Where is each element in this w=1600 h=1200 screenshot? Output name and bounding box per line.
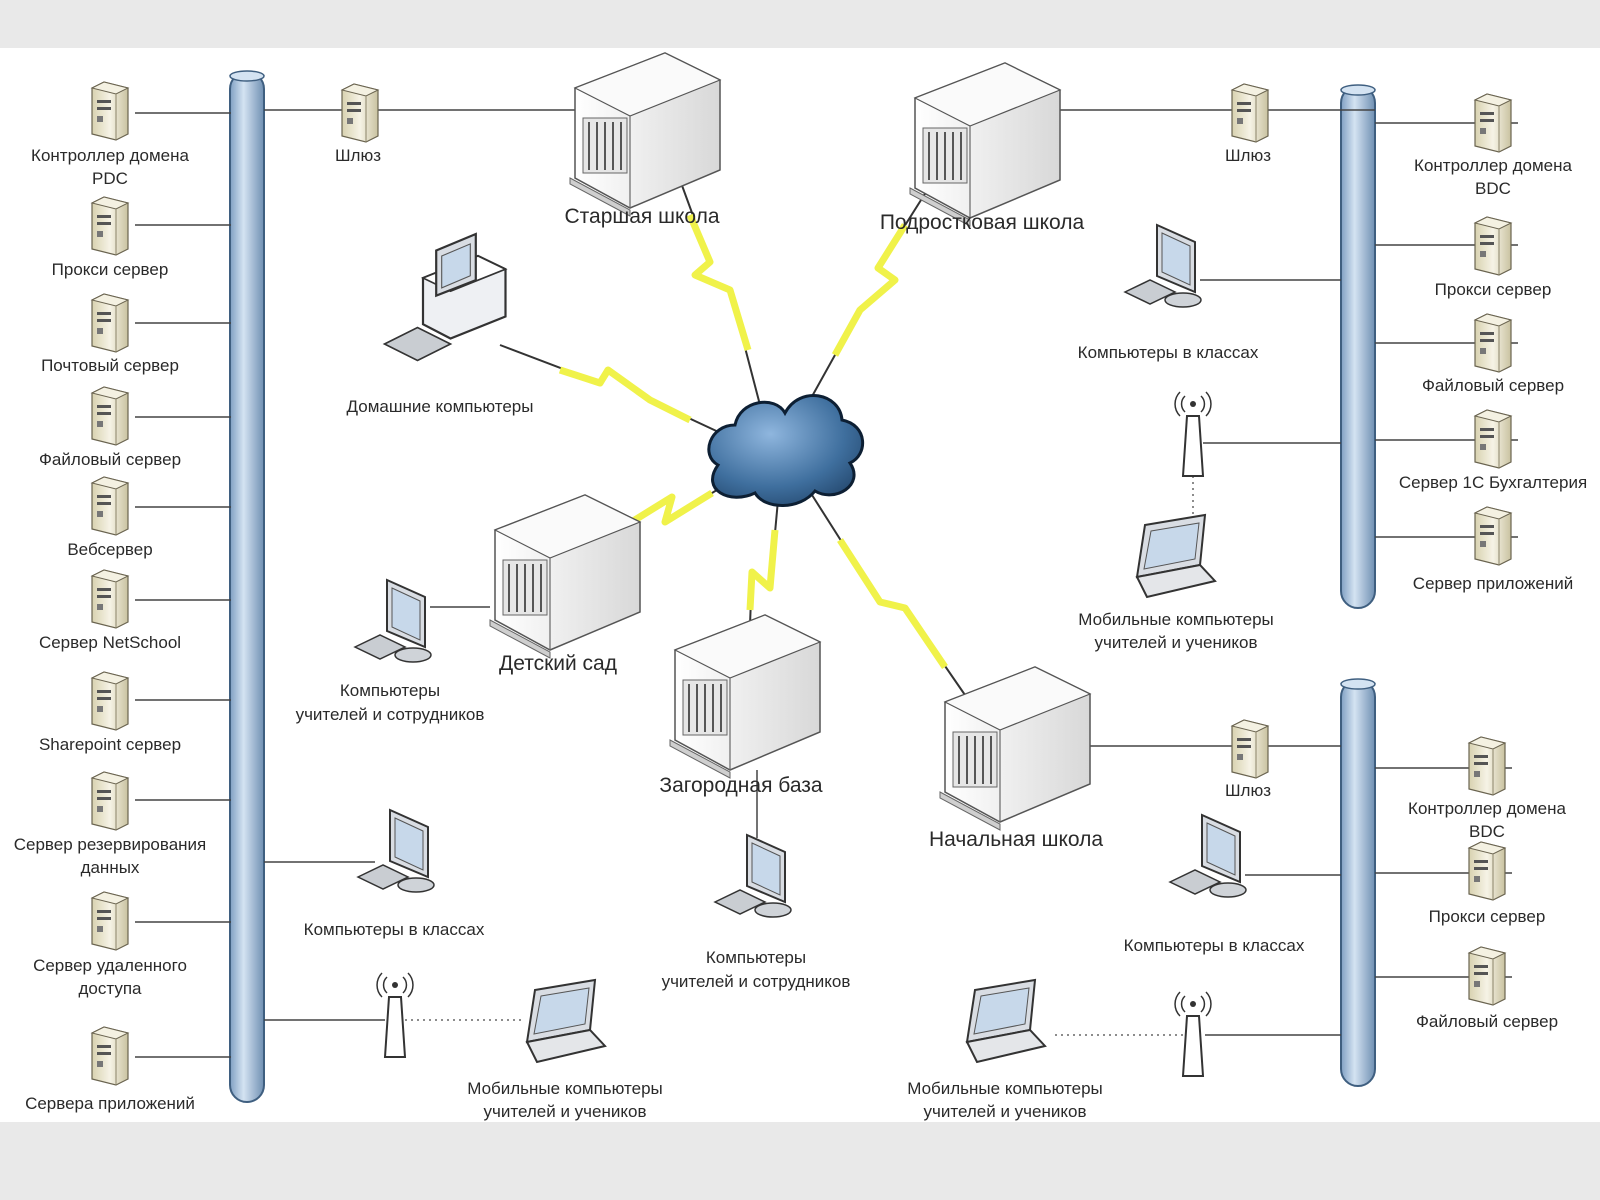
gateway-left — [341, 83, 379, 143]
gateway-right-top-label: Шлюз — [1225, 146, 1271, 165]
site-senior-label: Старшая школа — [564, 205, 719, 228]
gateway-right-bottom-label: Шлюз — [1225, 781, 1271, 800]
left-mobile-label-2: учителей и учеников — [484, 1102, 647, 1121]
right-top-bus — [1340, 84, 1376, 609]
server-icon — [91, 196, 129, 256]
gateway-left-label: Шлюз — [335, 146, 381, 165]
server-label: Вебсервер — [67, 540, 152, 559]
sharepoint-server-icon — [91, 671, 129, 731]
server-label: Файловый сервер — [39, 450, 181, 469]
server-icon — [1474, 93, 1512, 153]
site-camp-label: Загородная база — [659, 774, 822, 797]
server-label: Прокси сервер — [1435, 280, 1552, 299]
camp-pc-label-2: учителей и сотрудников — [662, 972, 851, 991]
server-label: BDC — [1469, 822, 1505, 841]
gateway-icon — [1231, 83, 1269, 143]
server-icon — [1468, 841, 1506, 901]
remote-access-server-icon — [91, 891, 129, 951]
server-label: Сервер резервирования — [14, 835, 207, 854]
server-label: доступа — [78, 979, 142, 998]
right-bottom-classroom-label: Компьютеры в классах — [1124, 936, 1305, 955]
server-label: Сервер NetSchool — [39, 633, 181, 652]
server-icon — [91, 293, 129, 353]
server-icon — [1468, 946, 1506, 1006]
internet-cloud-icon — [707, 394, 865, 507]
wan-links — [499, 169, 966, 696]
server-icon — [91, 386, 129, 446]
right-top-mobile-label-1: Мобильные компьютеры — [1078, 610, 1274, 629]
gateway-right-bottom — [1231, 719, 1269, 779]
application-servers-icon — [1474, 506, 1512, 566]
server-label: Прокси сервер — [1429, 907, 1546, 926]
server-icon — [1468, 736, 1506, 796]
left-mobile-label-1: Мобильные компьютеры — [467, 1079, 663, 1098]
gateway-icon — [1231, 719, 1269, 779]
gateway-right-top — [1231, 83, 1269, 143]
home-computers-label: Домашние компьютеры — [347, 397, 534, 416]
site-kindergarten-label: Детский сад — [499, 652, 617, 675]
backup-server-icon — [91, 771, 129, 831]
right-bottom-mobile-label-1: Мобильные компьютеры — [907, 1079, 1103, 1098]
server-label: данных — [81, 858, 140, 877]
kindergarten-pc-label-1: Компьютеры — [340, 681, 440, 700]
site-middle-label: Подростковая школа — [880, 211, 1085, 234]
server-label: BDC — [1475, 179, 1511, 198]
application-servers-icon — [91, 1026, 129, 1086]
server-label: Почтовый сервер — [41, 356, 179, 375]
right-bottom-bus — [1340, 678, 1376, 1087]
server-label: Контроллер домена — [1408, 799, 1566, 818]
gateway-icon — [341, 83, 379, 143]
site-primary-label: Начальная школа — [929, 828, 1103, 851]
server-label: Sharepoint сервер — [39, 735, 181, 754]
left-classroom-label: Компьютеры в классах — [304, 920, 485, 939]
right-top-mobile-label-2: учителей и учеников — [1095, 633, 1258, 652]
server-label: Сервер приложений — [1413, 574, 1573, 593]
database-server-icon — [91, 569, 129, 629]
kindergarten-pc-label-2: учителей и сотрудников — [296, 705, 485, 724]
server-label: Сервер 1С Бухгалтерия — [1399, 473, 1587, 492]
accounting-server-icon — [1474, 409, 1512, 469]
server-label: Прокси сервер — [52, 260, 169, 279]
server-label: PDC — [92, 169, 128, 188]
diagram-background — [0, 48, 1600, 1122]
server-label: Контроллер домена — [1414, 156, 1572, 175]
left-bus — [229, 70, 265, 1103]
server-label: Контроллер домена — [31, 146, 189, 165]
web-server-icon — [91, 476, 129, 536]
server-label: Файловый сервер — [1416, 1012, 1558, 1031]
server-label: Сервера приложений — [25, 1094, 195, 1113]
server-icon — [1474, 313, 1512, 373]
server-label: Сервер удаленного — [33, 956, 187, 975]
right-top-classroom-label: Компьютеры в классах — [1078, 343, 1259, 362]
home-computer-icon — [382, 232, 508, 362]
server-icon — [91, 81, 129, 141]
camp-pc-label-1: Компьютеры — [706, 948, 806, 967]
server-label: Файловый сервер — [1422, 376, 1564, 395]
server-icon — [1474, 216, 1512, 276]
right-bottom-mobile-label-2: учителей и учеников — [924, 1102, 1087, 1121]
